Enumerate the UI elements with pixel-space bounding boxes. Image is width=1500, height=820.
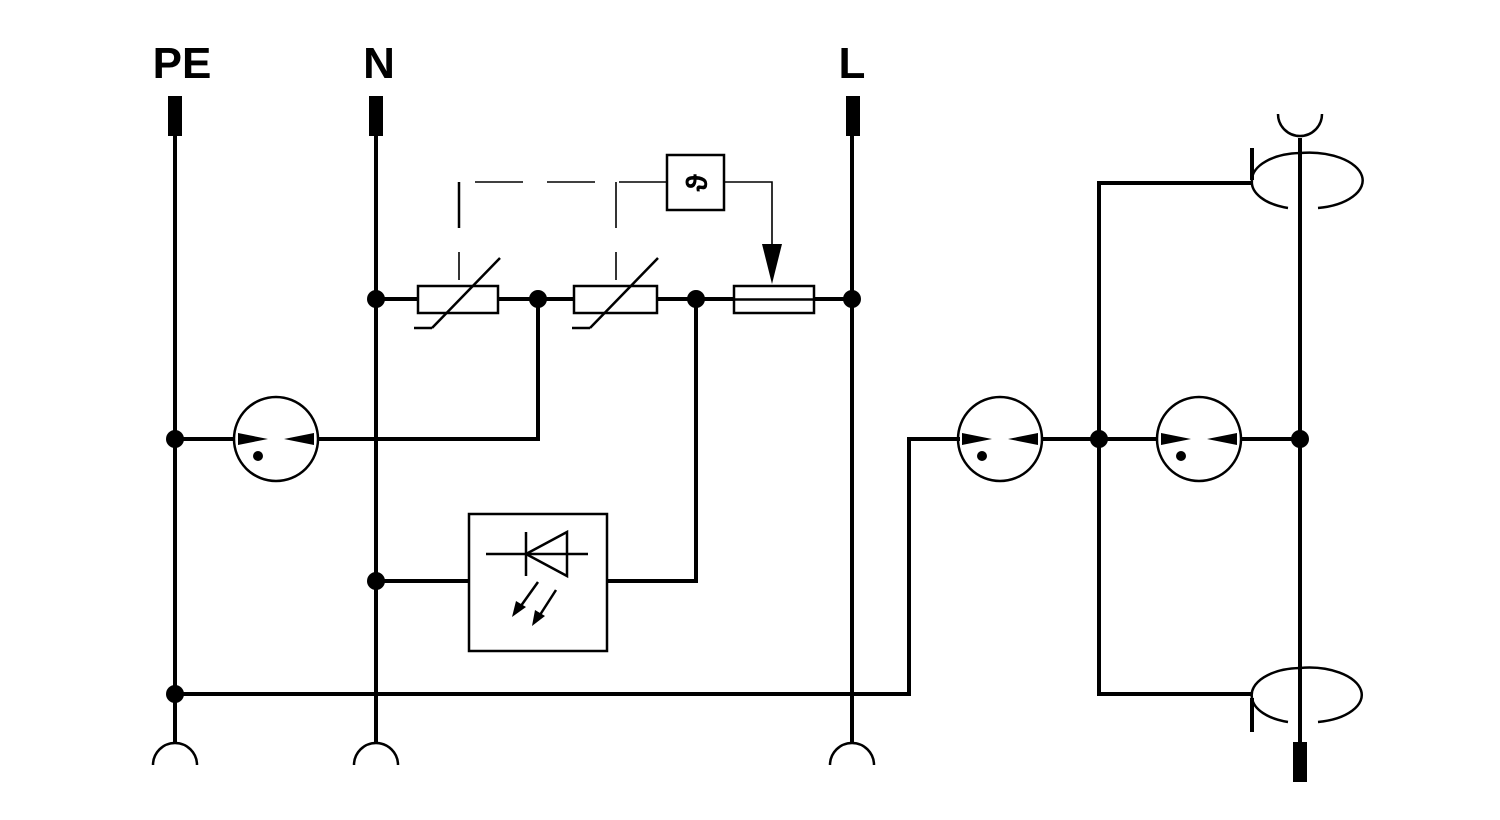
- wire-mid2-to-led: [607, 299, 698, 583]
- link-to-fuse: [724, 181, 773, 244]
- terminal-block-right-bottom: [1293, 742, 1307, 782]
- thermal-fuse: [732, 284, 816, 315]
- gas-discharge-tube-2: [956, 395, 1044, 483]
- terminal-label-n: N: [363, 39, 395, 88]
- fuse-actuator-arrow: [762, 244, 782, 284]
- terminal-label-l: L: [839, 39, 866, 88]
- current-transformer-bottom: [1250, 666, 1363, 732]
- varistor-2: [572, 257, 659, 330]
- gas-discharge-tube-1: [232, 395, 320, 483]
- terminal-block-pe: [168, 96, 182, 136]
- terminal-socket-right-top: [1276, 113, 1324, 138]
- terminal-label-pe: PE: [153, 39, 212, 88]
- terminal-block-n: [369, 96, 383, 136]
- led-indicator: [467, 512, 609, 653]
- thermal-symbol: ϑ: [681, 174, 714, 192]
- current-transformer-top: [1250, 148, 1364, 210]
- wire-mid1-to-gdt: [318, 299, 540, 441]
- terminal-block-l: [846, 96, 860, 136]
- pe-bus-to-right: [175, 437, 960, 696]
- junction-n-series: [367, 290, 385, 308]
- terminal-socket-n: [352, 741, 400, 766]
- terminal-socket-l: [828, 741, 876, 766]
- thermal-monitor: ϑ: [665, 153, 726, 212]
- right-section-left-bus: [1097, 181, 1252, 696]
- junction-l-series: [843, 290, 861, 308]
- terminal-socket-pe: [151, 741, 199, 766]
- gas-discharge-tube-3: [1155, 395, 1243, 483]
- varistor-1: [414, 257, 501, 330]
